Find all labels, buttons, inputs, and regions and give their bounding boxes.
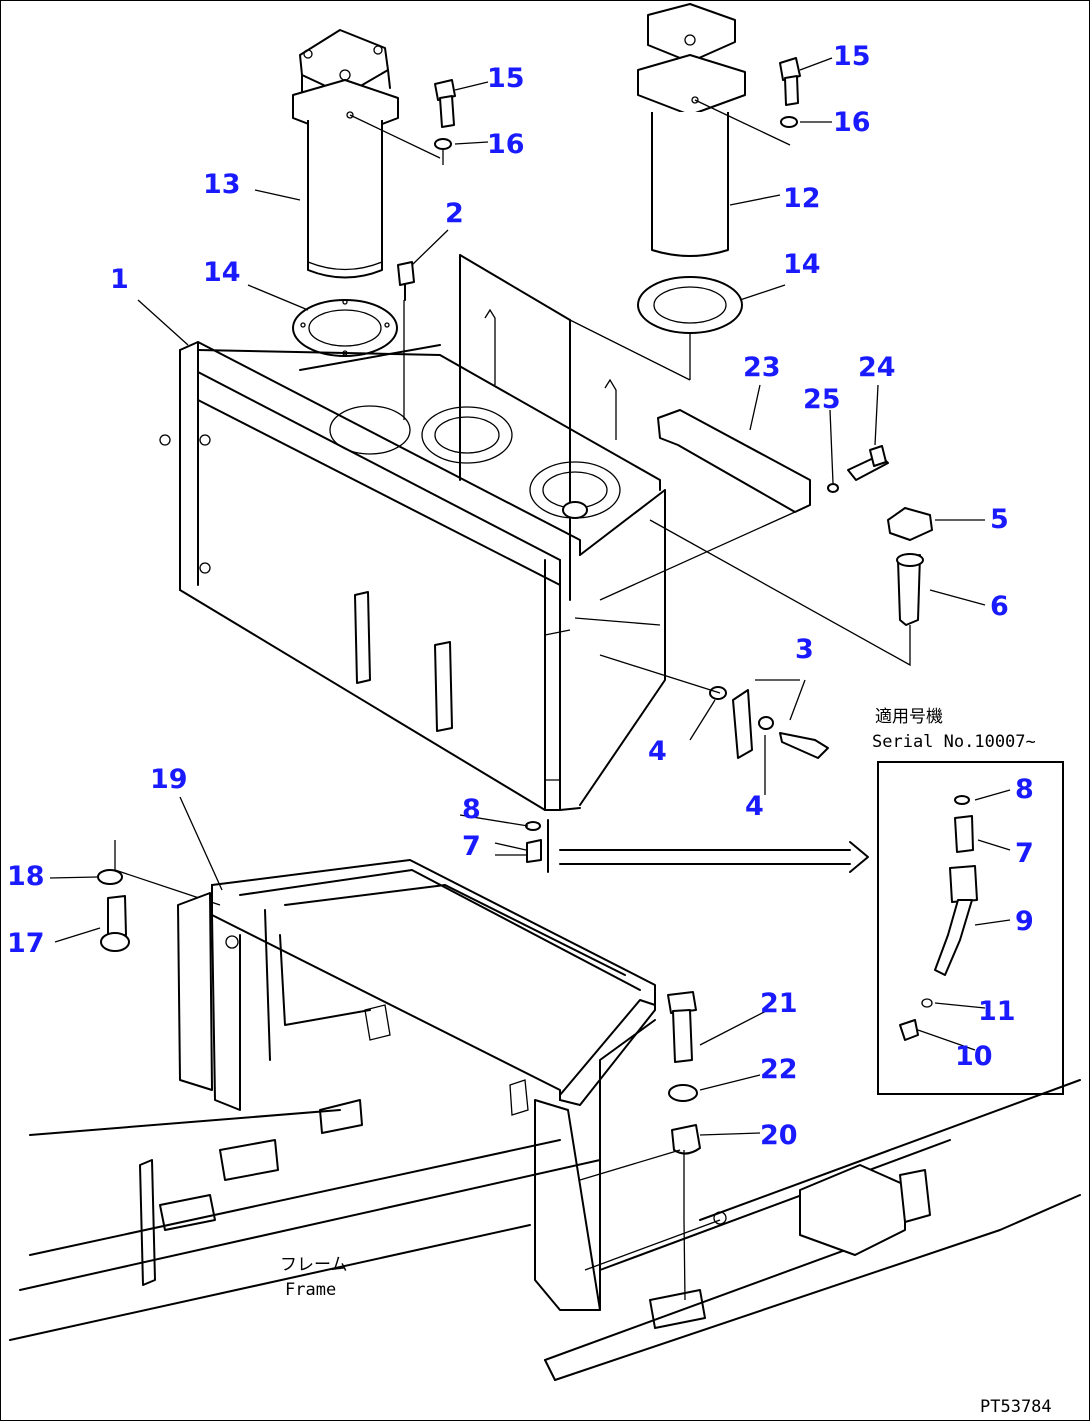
bolt-17-drawing — [97, 840, 221, 952]
callout-15-a: 15 — [487, 63, 525, 94]
callout-16-b: 16 — [833, 107, 871, 138]
clamp-3-drawing — [599, 654, 829, 759]
callout-4-a: 4 — [648, 736, 667, 767]
filter-12-drawing — [637, 3, 791, 257]
applicability-jp: 適用号機 — [875, 707, 943, 727]
callout-1: 1 — [110, 264, 129, 295]
detail-box — [877, 761, 1064, 1095]
fitting-7-drawing — [525, 819, 549, 873]
sensor-2-drawing — [397, 261, 415, 420]
annotations: 適用号機 Serial No.10007~ フレーム Frame PT53784 — [280, 707, 1052, 1417]
callout-16-a: 16 — [487, 129, 525, 160]
bolt-15-left-drawing — [434, 79, 456, 165]
frame-drawing — [9, 1079, 1081, 1381]
callout-22: 22 — [760, 1054, 798, 1085]
callout-7-a: 7 — [462, 831, 481, 862]
callout-13: 13 — [203, 169, 241, 200]
cap-5-drawing — [649, 507, 933, 667]
gasket-14-right-drawing — [569, 276, 743, 381]
callout-18: 18 — [7, 861, 45, 892]
callout-labels: 1 2 3 4 4 5 6 7 7 8 8 9 10 11 12 13 14 1… — [7, 41, 1034, 1151]
callout-2: 2 — [445, 198, 464, 229]
callout-8-a: 8 — [462, 794, 481, 825]
callout-14-b: 14 — [783, 249, 821, 280]
detail-arrow — [559, 841, 869, 873]
callout-5: 5 — [990, 504, 1009, 535]
callout-15-b: 15 — [833, 41, 871, 72]
callout-17: 17 — [7, 928, 45, 959]
callout-21: 21 — [760, 988, 798, 1019]
callout-9: 9 — [1015, 906, 1034, 937]
bolt-15-right-drawing — [779, 57, 801, 128]
callout-3: 3 — [795, 634, 814, 665]
bracket-19-drawing — [177, 859, 656, 1311]
callout-25: 25 — [803, 384, 841, 415]
filter-13-drawing — [292, 29, 441, 279]
callout-23: 23 — [743, 352, 781, 383]
bracket-23-drawing — [599, 409, 889, 601]
callout-7-b: 7 — [1015, 838, 1034, 869]
callout-20: 20 — [760, 1120, 798, 1151]
gasket-14-left-drawing — [292, 299, 398, 357]
drawing-code: PT53784 — [980, 1397, 1052, 1417]
callout-12: 12 — [783, 183, 821, 214]
callout-11: 11 — [978, 996, 1016, 1027]
callout-4-b: 4 — [745, 791, 764, 822]
frame-label-jp: フレーム — [280, 1255, 348, 1275]
leader-lines — [49, 57, 1011, 1136]
callout-6: 6 — [990, 591, 1009, 622]
applicability-serial: Serial No.10007~ — [872, 732, 1036, 752]
callout-14-a: 14 — [203, 257, 241, 288]
callout-19: 19 — [150, 764, 188, 795]
callout-8-b: 8 — [1015, 774, 1034, 805]
tank-1-drawing — [159, 254, 666, 811]
bolt-21-drawing — [667, 991, 701, 1301]
frame-label-en: Frame — [285, 1280, 336, 1300]
callout-10: 10 — [955, 1041, 993, 1072]
callout-24: 24 — [858, 352, 896, 383]
